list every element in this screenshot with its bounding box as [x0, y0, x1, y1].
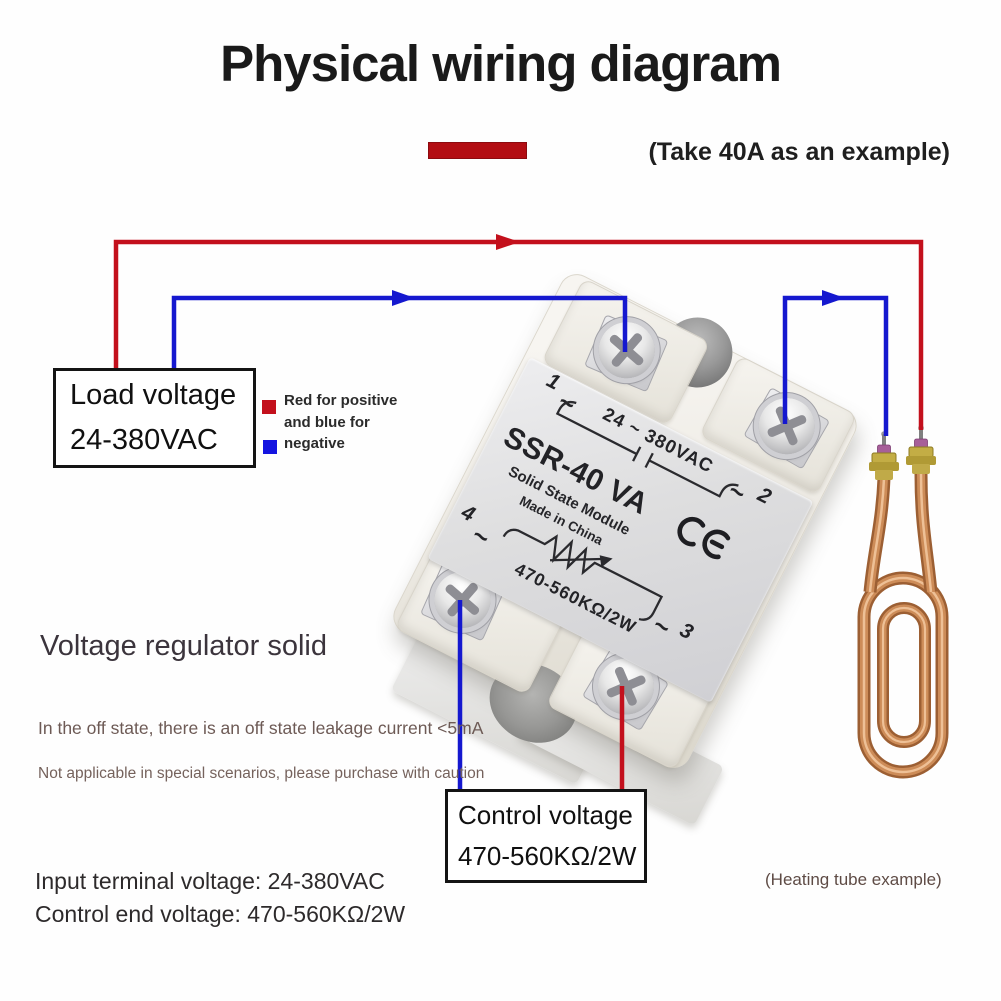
load-voltage-line1: Load voltage — [70, 379, 237, 411]
heating-tube-caption: (Heating tube example) — [765, 870, 942, 889]
arrow-blue-left — [392, 290, 415, 306]
notes-heading: Voltage regulator solid — [40, 630, 327, 662]
accent-bar — [428, 142, 527, 159]
control-voltage-line2: 470-560KΩ/2W — [458, 841, 637, 871]
note-caution: Not applicable in special scenarios, ple… — [38, 765, 485, 782]
subtitle: (Take 40A as an example) — [648, 138, 950, 166]
control-voltage-box: Control voltage 470-560KΩ/2W — [445, 789, 647, 883]
legend-line3: negative — [284, 435, 345, 452]
heating-tube-terminal-left — [869, 431, 899, 480]
legend-red-swatch — [262, 400, 276, 414]
legend-text: Red for positive and blue for negative — [284, 390, 424, 455]
arrow-blue-right — [822, 290, 845, 306]
legend-blue-swatch — [263, 440, 277, 454]
page-title: Physical wiring diagram — [220, 35, 782, 92]
ce-mark-icon — [677, 516, 731, 560]
spec-control-voltage: Control end voltage: 470-560KΩ/2W — [35, 901, 406, 927]
heating-tube-image — [857, 425, 949, 779]
load-voltage-line2: 24-380VAC — [70, 424, 218, 456]
note-leakage-current: In the off state, there is an off state … — [38, 718, 484, 738]
legend-line2: and blue for — [284, 413, 370, 431]
legend-line1: Red for positive — [284, 392, 398, 409]
spec-input-voltage: Input terminal voltage: 24-380VAC — [35, 868, 385, 894]
arrow-red-top — [496, 234, 520, 250]
heating-tube-terminal-right — [906, 425, 936, 474]
control-voltage-line1: Control voltage — [458, 800, 633, 830]
load-voltage-box: Load voltage 24-380VAC — [53, 368, 256, 468]
